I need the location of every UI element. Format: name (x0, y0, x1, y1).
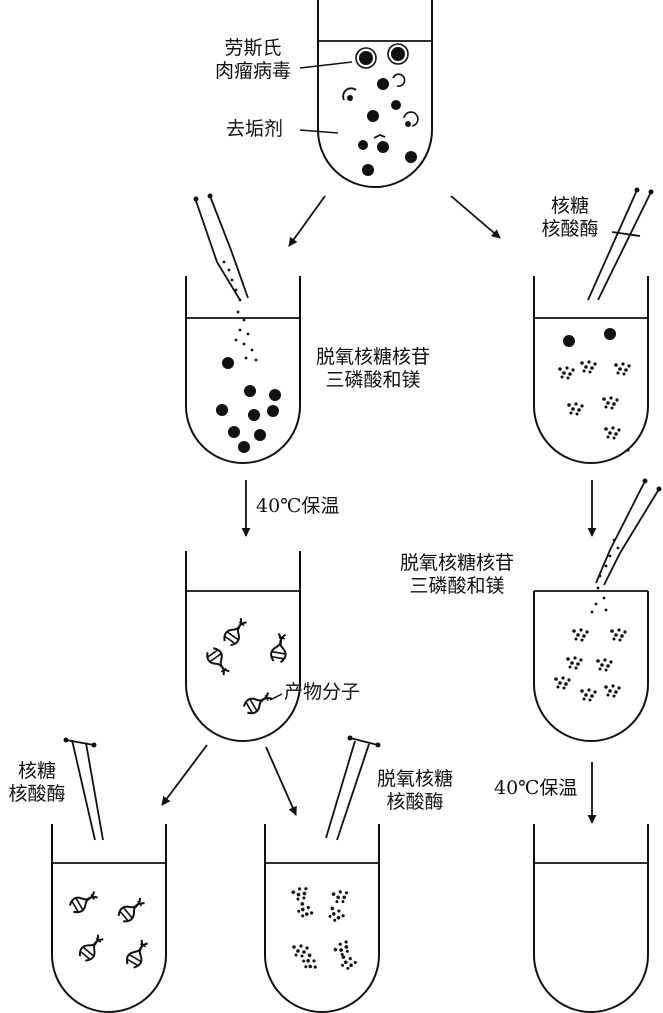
label-product: 产物分子 (284, 681, 361, 703)
leader-virus (299, 61, 353, 69)
label-dnase-bottom-line2: 核酸酶 (386, 791, 444, 813)
arrow-top-left (288, 195, 326, 247)
tube-row2-right (533, 276, 649, 464)
pipette-row2-left (193, 193, 249, 301)
pipette-row3-right (595, 478, 662, 586)
label-rnase-top-line2: 核酸酶 (541, 218, 599, 240)
label-dnase-bottom-line1: 脱氧核糖 (376, 768, 453, 790)
pipette-row4-1 (63, 737, 104, 841)
label-dntp-right-line2: 三磷酸和镁 (409, 575, 505, 597)
tube-row3-right (533, 591, 649, 742)
dna-resistant-to-rnase (67, 887, 152, 971)
label-virus-line1: 劳斯氏 (224, 37, 282, 59)
arrow-to-rnase (161, 744, 208, 806)
tube-row4-2 (264, 824, 380, 1013)
dntp-drops-left (222, 260, 258, 362)
label-dntp-left: 脱氧核糖核苷 三磷酸和镁 (308, 346, 438, 392)
label-dntp-right-line1: 脱氧核糖核苷 (399, 552, 514, 574)
label-virus-line2: 肉瘤病毒 (214, 60, 291, 82)
label-rnase-top-line1: 核糖 (550, 195, 589, 217)
label-dntp-right: 脱氧核糖核苷 三磷酸和镁 (392, 552, 522, 598)
dntp-drops-right (590, 538, 620, 614)
dna-digested-fragments (290, 884, 358, 974)
label-virus: 劳斯氏 肉瘤病毒 (208, 37, 298, 83)
rna-digested-particles (563, 328, 616, 347)
label-dntp-left-line1: 脱氧核糖核苷 (315, 346, 430, 368)
arrow-top-right (450, 195, 501, 239)
tube-row4-1 (51, 824, 167, 1013)
label-detergent: 去垢剂 (226, 118, 284, 140)
pipette-row4-2 (325, 735, 381, 841)
virus-particles (342, 43, 419, 176)
tube-row3-left (185, 551, 301, 742)
label-incubate-right: 40℃保温 (494, 777, 578, 799)
label-rnase-bottom-line2: 核酸酶 (8, 783, 66, 805)
tube-row4-3 (533, 824, 649, 1013)
label-rnase-bottom: 核糖 核酸酶 (2, 760, 72, 806)
leader-detergent (299, 129, 339, 134)
label-rnase-bottom-line1: 核糖 (17, 760, 56, 782)
leader-product (269, 693, 283, 701)
label-dntp-left-line2: 三磷酸和镁 (325, 369, 421, 391)
dna-products (203, 615, 291, 717)
label-incubate-left: 40℃保温 (256, 495, 340, 517)
tube-row2-left (185, 276, 301, 464)
label-dnase-bottom: 脱氧核糖 核酸酶 (372, 768, 458, 814)
pipette-row2-right (587, 187, 654, 301)
tube-top (317, 0, 433, 188)
rna-template-particles (216, 357, 281, 453)
arrow-to-dnase (265, 746, 297, 816)
label-rnase-top: 核糖 核酸酶 (530, 195, 610, 241)
